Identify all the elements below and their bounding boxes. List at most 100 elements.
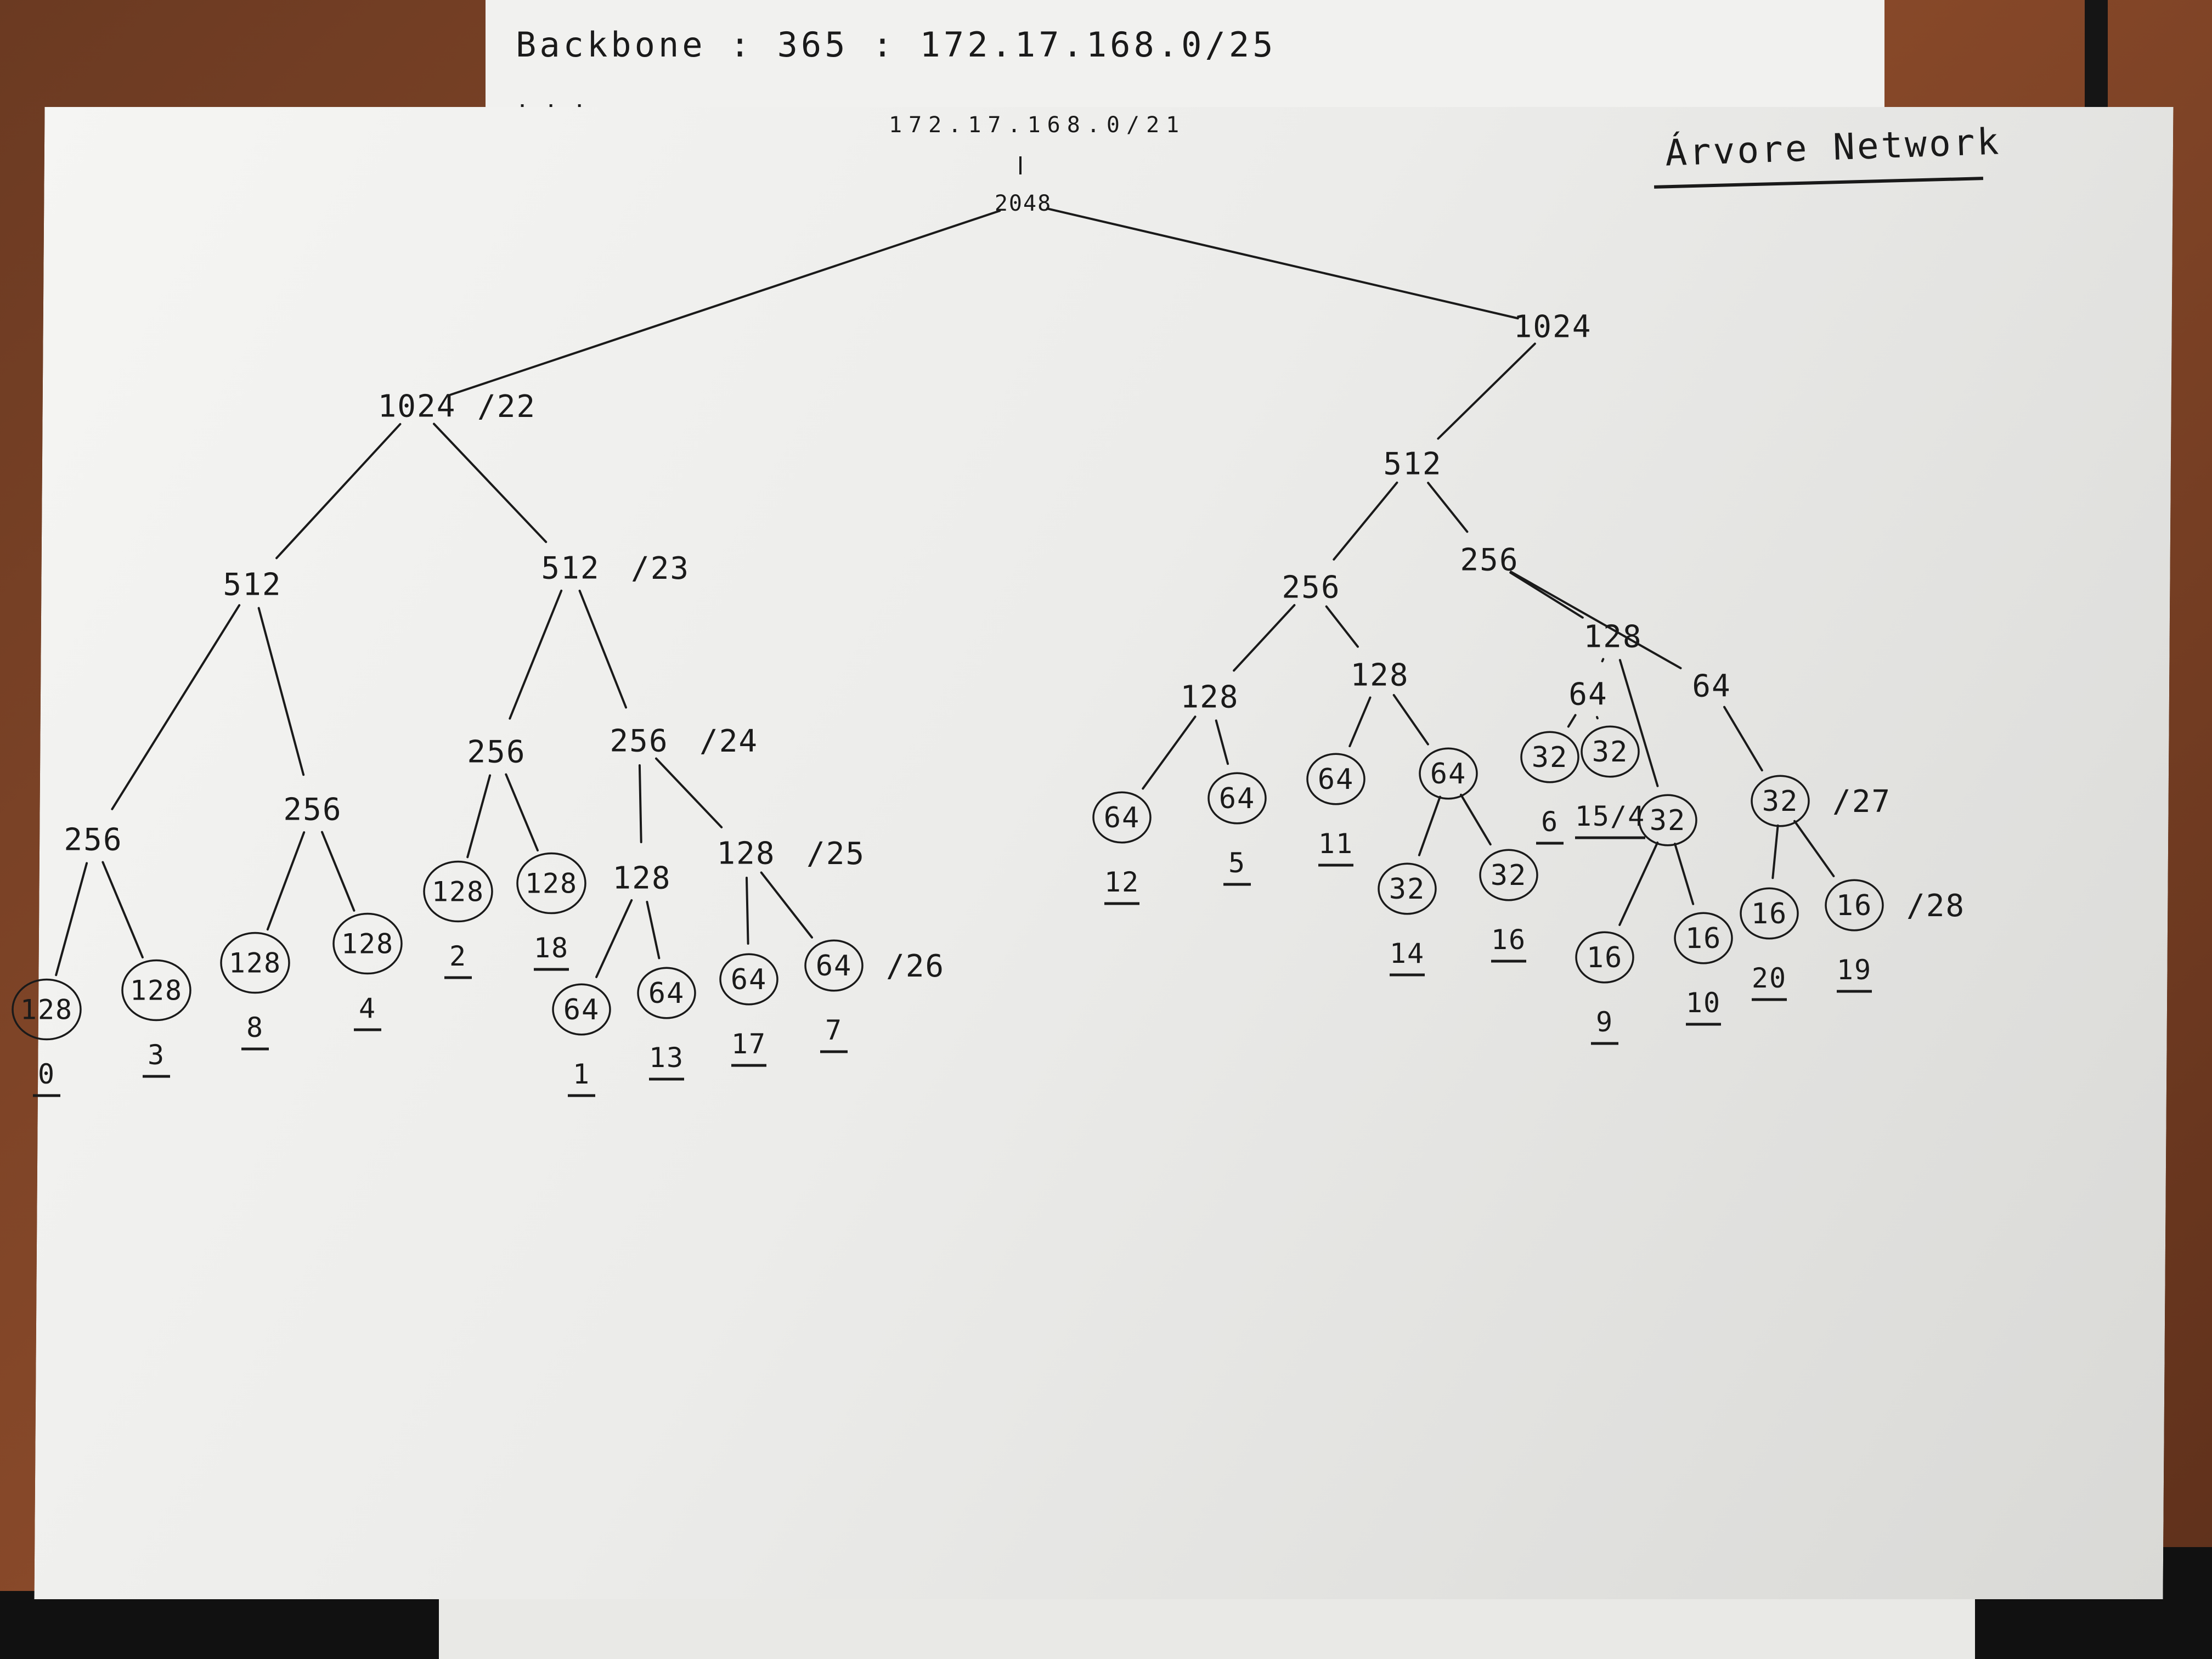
tree-edge [578, 589, 628, 709]
node-size-label: 128 [341, 928, 394, 960]
tree-edge [1427, 482, 1469, 533]
tree-node: 256 [1282, 570, 1340, 606]
tree-edge [655, 757, 723, 828]
node-size-label: 256 [1282, 570, 1340, 606]
tree-node: 64 [1692, 669, 1731, 704]
tree-edge [1418, 795, 1441, 856]
tree-node: 2048 [995, 191, 1052, 216]
subnet-id-label: 16 [1491, 924, 1526, 956]
tree-node: 128 [1583, 619, 1642, 655]
tree-node: 64 [1419, 747, 1478, 800]
tree-edge [1233, 604, 1296, 672]
node-size-label: 64 [1430, 758, 1467, 791]
tree-edge [1392, 693, 1429, 746]
node-size-label: 128 [1350, 658, 1409, 693]
root-ip-label: 172.17.168.0/21 [889, 112, 1186, 138]
node-circle [1638, 794, 1697, 847]
node-circle [220, 932, 290, 994]
subnet-id-label: 19 [1837, 954, 1872, 986]
subnet-id-label: 10 [1686, 987, 1721, 1019]
node-size-label: 32 [1592, 736, 1629, 769]
tree-node: 512 [1383, 447, 1441, 482]
node-size-label: 32 [1491, 859, 1527, 892]
node-size-label: 1024 [378, 389, 456, 425]
node-circle [1479, 849, 1538, 901]
tree-node: 64 13 [637, 967, 696, 1081]
tree-node: 256 [1460, 543, 1517, 578]
dark-desk-strip [0, 1591, 439, 1659]
tree-edge [646, 901, 661, 960]
subnet-id-label: 2 [449, 940, 467, 972]
tree-node: 64 [1568, 677, 1607, 713]
node-size-label: 64 [1104, 802, 1141, 834]
node-size-label: 1024 [1514, 309, 1592, 345]
subnet-id-label: 6 [1541, 806, 1559, 838]
tree-edge [1618, 841, 1659, 926]
node-size-label: 32 [1389, 873, 1426, 906]
tree-edge [1674, 843, 1695, 905]
node-size-label: 256 [283, 792, 342, 828]
node-circle [1520, 731, 1579, 783]
node-circle [1092, 791, 1152, 844]
node-circle [332, 912, 403, 975]
node-prefix-label: /24 [699, 724, 758, 759]
tree-edge [466, 774, 492, 859]
node-size-label: 2048 [995, 191, 1052, 216]
node-circle [637, 967, 696, 1019]
tree-node: 169 [1575, 931, 1634, 1045]
tree-edge [1509, 571, 1584, 619]
tree-edge [449, 210, 1001, 396]
tree-node: 512 [223, 567, 280, 603]
node-circle [12, 978, 82, 1041]
node-size-label: 128 [432, 876, 484, 908]
tree-node: 128 [1350, 658, 1409, 693]
node-circle [1419, 747, 1478, 800]
node-size-label: 16 [1836, 889, 1873, 922]
subnet-id-label: 8 [246, 1012, 264, 1043]
tree-edge [1333, 481, 1398, 561]
node-prefix-label: /25 [806, 836, 865, 872]
node-size-label: 128 [1583, 619, 1642, 655]
node-circle [1378, 862, 1437, 915]
node-prefix-label: /23 [631, 551, 690, 586]
node-circle [423, 860, 493, 923]
node-circle [804, 939, 864, 992]
tree-edge [1723, 706, 1763, 772]
node-circle [1740, 887, 1799, 940]
tree-edge [505, 773, 539, 851]
tree-edge [1793, 820, 1835, 878]
subnet-id-label: 17 [731, 1028, 766, 1060]
tree-edge [257, 607, 305, 776]
subnet-id-label: 15/4 [1575, 800, 1645, 832]
tree-node: 326 [1520, 731, 1579, 845]
node-circle [121, 959, 191, 1022]
tree-edge [1325, 605, 1359, 648]
node-size-label: 64 [648, 977, 685, 1010]
node-size-label: 64 [1692, 669, 1731, 704]
tree-node: 128 [1180, 680, 1239, 715]
tree-edge [760, 871, 814, 939]
tree-node: 645 [1207, 772, 1267, 886]
tree-edge [1510, 571, 1682, 669]
subnet-id-label: 3 [148, 1039, 165, 1071]
node-circle [719, 953, 778, 1006]
subnet-id-label: 4 [359, 992, 376, 1024]
node-circle [1581, 725, 1640, 778]
subnet-id-label: 13 [649, 1042, 684, 1074]
node-circle [1825, 879, 1884, 932]
tree-node: 1024 [1514, 309, 1592, 345]
node-circle [1674, 912, 1733, 964]
node-size-label: 64 [1568, 677, 1607, 713]
tree-edge [1596, 716, 1599, 720]
node-size-label: 128 [525, 868, 578, 900]
node-size-label: 256 [610, 724, 668, 759]
subnet-id-label: 1 [573, 1058, 590, 1090]
node-size-label: 128 [20, 994, 73, 1026]
node-size-label: 128 [1180, 680, 1239, 715]
tree-node: 1024/22 [378, 389, 535, 425]
